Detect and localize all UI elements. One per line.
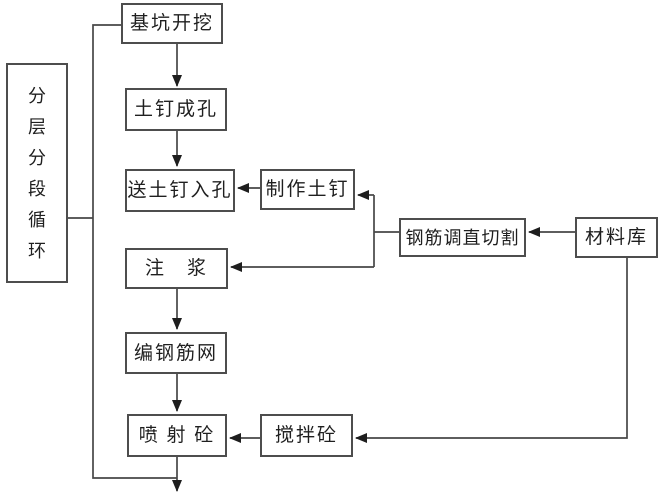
node-cycle-label: 分层分段循环 [28,85,46,261]
node-cycle: 分层分段循环 [6,63,68,283]
node-insert-nail-label: 送土钉入孔 [127,180,233,201]
node-mix-concrete-label: 搅拌砼 [274,425,338,446]
rebar-cut-branch-stem [373,195,399,267]
node-grouting: 注 浆 [125,248,228,289]
node-rebar-cut-label: 钢筋调直切割 [405,227,520,248]
node-shotcrete: 喷 射 砼 [127,414,227,457]
node-mix-concrete: 搅拌砼 [260,414,353,457]
node-rebar-mesh-label: 编钢筋网 [133,342,218,364]
edge-material-to-mix-concrete [355,257,628,443]
node-make-nail-label: 制作土钉 [265,179,350,200]
node-material-store: 材料库 [575,217,658,258]
node-material-store-label: 材料库 [584,227,648,248]
node-nail-hole-label: 土钉成孔 [133,99,218,120]
node-excavation: 基坑开挖 [121,3,223,44]
node-rebar-cut: 钢筋调直切割 [399,218,526,257]
loop-line [92,24,177,479]
node-excavation-label: 基坑开挖 [129,13,214,34]
node-shotcrete-label: 喷 射 砼 [138,425,216,446]
node-grouting-label: 注 浆 [144,258,208,279]
node-insert-nail: 送土钉入孔 [125,169,235,212]
node-make-nail: 制作土钉 [260,169,355,210]
node-nail-hole: 土钉成孔 [125,88,227,131]
node-rebar-mesh: 编钢筋网 [125,332,227,374]
